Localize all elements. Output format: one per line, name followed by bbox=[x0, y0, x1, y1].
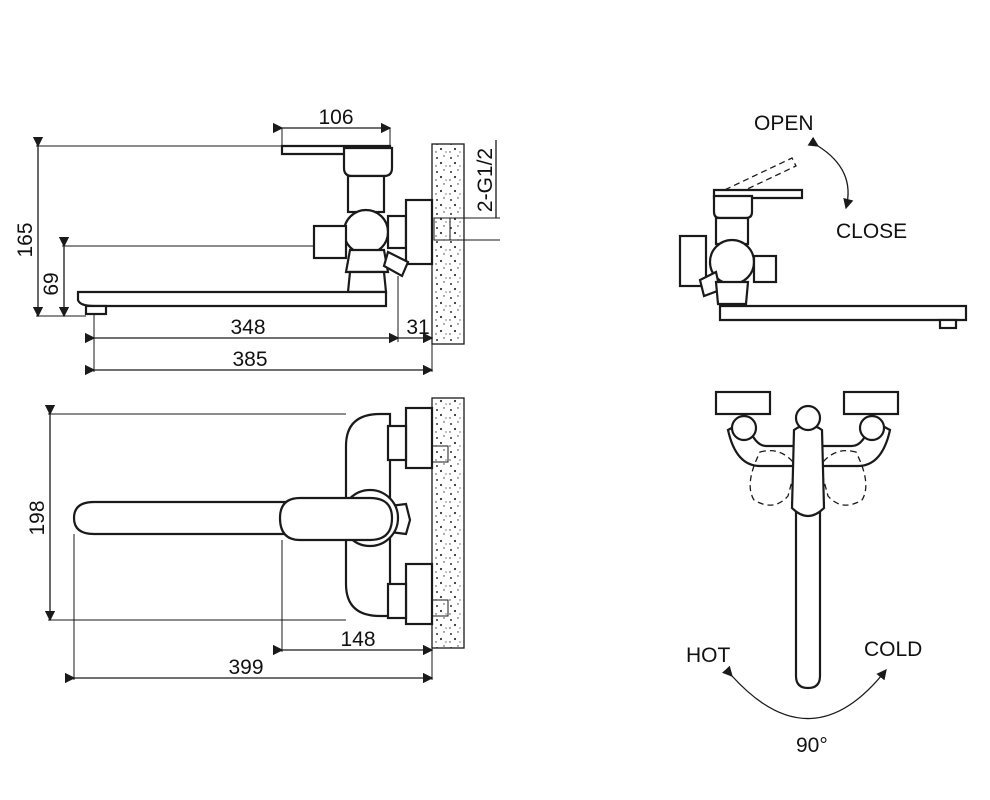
side-right-nut bbox=[386, 214, 408, 250]
dim-spout-height: 69 bbox=[40, 272, 63, 295]
oc-spout-base bbox=[714, 280, 750, 306]
label-close: CLOSE bbox=[836, 220, 907, 243]
hc-left-nut bbox=[730, 414, 758, 442]
side-eccentric bbox=[404, 198, 434, 266]
top-view: 198 148 399 bbox=[26, 397, 465, 684]
dim-connection: 2-G1/2 bbox=[474, 148, 497, 212]
open-close-view: OPEN CLOSE bbox=[678, 112, 968, 330]
hot-cold-view: HOT COLD 90° bbox=[686, 390, 922, 757]
side-handle-cap bbox=[342, 146, 394, 178]
wall-side bbox=[431, 143, 465, 345]
top-nut-1 bbox=[386, 424, 408, 462]
dim-depth: 198 bbox=[26, 500, 49, 535]
dim-top-width: 106 bbox=[318, 106, 353, 129]
side-diverter bbox=[382, 250, 410, 278]
oc-left-eccentric bbox=[678, 234, 708, 288]
dim-total-height: 165 bbox=[14, 222, 37, 257]
side-spout bbox=[76, 290, 388, 308]
top-inlet-square-2 bbox=[431, 599, 449, 617]
side-cartridge bbox=[342, 208, 390, 256]
top-handle bbox=[278, 496, 394, 542]
top-eccentric-lower bbox=[404, 562, 434, 626]
side-aerator bbox=[84, 304, 108, 316]
hc-right-eccentric bbox=[842, 390, 900, 416]
dim-total-length: 399 bbox=[228, 656, 263, 679]
hc-left-eccentric bbox=[714, 390, 772, 416]
hc-spout bbox=[794, 490, 822, 690]
oc-aerator bbox=[938, 318, 958, 330]
oc-spout bbox=[718, 304, 968, 322]
side-lower-body bbox=[344, 248, 390, 274]
side-view: 106 165 69 348 31 385 2-G1/2 bbox=[14, 106, 500, 376]
oc-handle-cap bbox=[712, 194, 754, 220]
dim-overall-length: 385 bbox=[232, 348, 267, 371]
label-open: OPEN bbox=[754, 112, 814, 135]
label-cold: COLD bbox=[864, 638, 922, 661]
hc-handle bbox=[790, 423, 826, 518]
side-left-nut bbox=[312, 224, 348, 260]
oc-right-nut bbox=[752, 254, 778, 284]
dim-wall-offset: 31 bbox=[406, 316, 429, 339]
hc-center-knob bbox=[794, 404, 822, 432]
hc-handle-hot-position bbox=[749, 449, 797, 506]
top-nut-2 bbox=[386, 582, 408, 620]
dim-body-width: 148 bbox=[340, 628, 375, 651]
top-inlet-square-1 bbox=[431, 445, 449, 463]
side-inlet-square bbox=[433, 217, 451, 241]
side-body-stem bbox=[346, 174, 386, 214]
label-angle: 90° bbox=[796, 734, 828, 757]
label-hot: HOT bbox=[686, 644, 731, 667]
hc-handle-cold-position bbox=[819, 449, 867, 506]
top-eccentric-upper bbox=[404, 406, 434, 470]
side-spout-base bbox=[346, 270, 388, 294]
dim-spout-length: 348 bbox=[230, 316, 265, 339]
hc-right-nut bbox=[858, 414, 886, 442]
